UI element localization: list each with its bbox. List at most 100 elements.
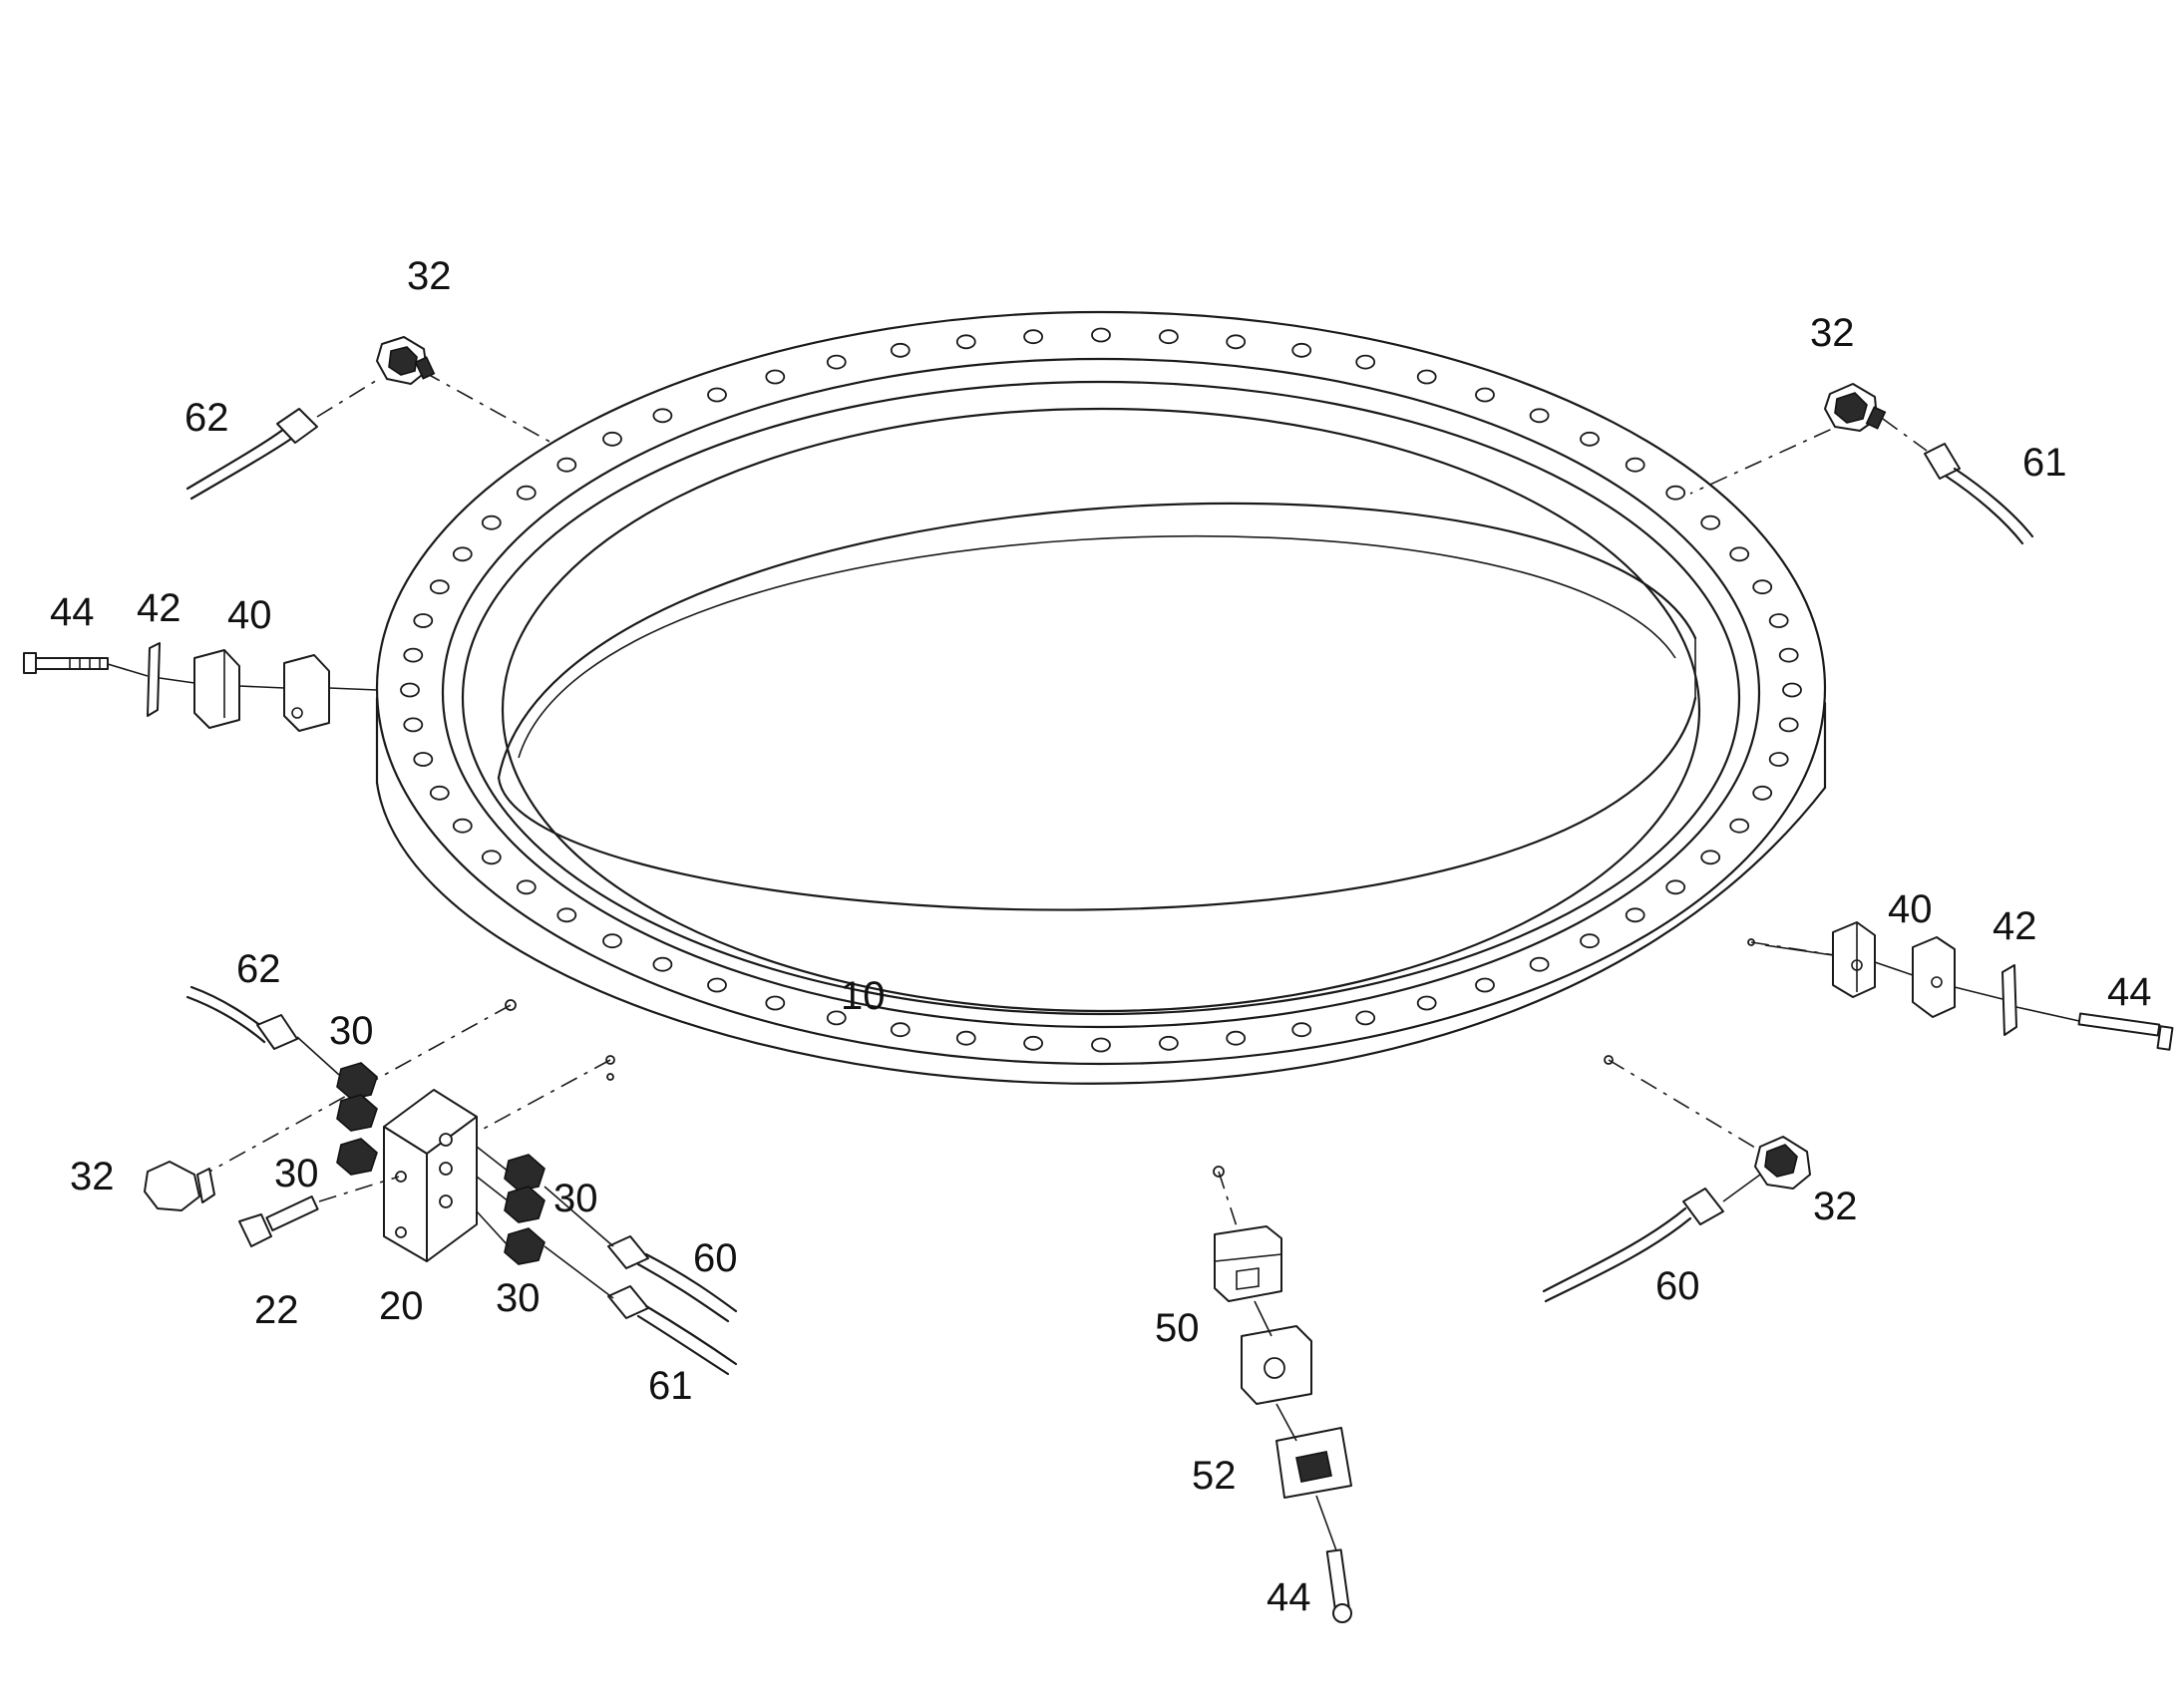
bolt-hole	[1091, 1037, 1111, 1053]
bolt-hole	[1226, 1030, 1247, 1046]
manifold-block	[383, 1089, 478, 1262]
label-42: 42	[1993, 904, 2037, 948]
bolt-hole	[429, 579, 450, 595]
label-30: 30	[329, 1009, 374, 1053]
bolt-hole	[481, 850, 502, 865]
bolt-hole	[1416, 995, 1437, 1011]
bolt-hole	[1768, 752, 1789, 767]
bolt-hole	[1159, 1035, 1179, 1051]
elbow-fitting-upper-right	[1824, 383, 1887, 432]
hose-62-upper	[185, 378, 380, 501]
elbow-fitting-lower-left	[144, 1161, 215, 1211]
bolt-hole	[1291, 1022, 1312, 1038]
part-labels: 32 62 32 61 44 42 40 40 42 44 62 10 30 3…	[50, 254, 2152, 1619]
bolt-hole	[765, 995, 786, 1011]
bolt-hole	[1729, 546, 1750, 562]
bolt-hole	[652, 956, 673, 972]
bolt-hole	[1665, 879, 1686, 895]
bolt-hole	[955, 334, 976, 350]
bolt-hole	[1355, 1010, 1376, 1026]
label-44: 44	[50, 590, 95, 634]
bolt-hole	[602, 431, 622, 447]
assembly-axes	[208, 371, 1866, 1227]
bolt-hole	[1625, 457, 1645, 473]
hose-62-lower	[185, 985, 340, 1076]
bolt-hole	[707, 977, 727, 993]
label-32: 32	[70, 1155, 115, 1198]
bolt-hole	[516, 879, 537, 895]
bolt-hole	[413, 752, 434, 767]
bolt-hole	[652, 408, 673, 424]
bolt-hole	[1291, 342, 1312, 358]
bolt-hole	[826, 1010, 847, 1026]
bolt-hole	[1700, 514, 1721, 530]
clamp-group-left	[23, 642, 378, 732]
bolt-hole	[413, 613, 434, 628]
bolt-hole	[1226, 334, 1247, 350]
bolt-hole	[1752, 785, 1773, 801]
hoses-60-61-lower-left	[544, 1186, 738, 1376]
bearing-ring	[375, 310, 1827, 1178]
bolt-hole	[1416, 369, 1437, 385]
label-60: 60	[1655, 1264, 1700, 1308]
label-32: 32	[1813, 1185, 1858, 1228]
bolt-hole	[452, 546, 473, 562]
bolt-hole	[890, 1022, 910, 1038]
bolt-hole	[1752, 579, 1773, 595]
label-61: 61	[648, 1364, 693, 1408]
elbow-fitting-lower-right	[1754, 1136, 1811, 1190]
bolt-hole	[1778, 647, 1799, 663]
bolt-hole	[429, 785, 450, 801]
bolt-hole	[400, 682, 420, 698]
label-30: 30	[553, 1177, 598, 1220]
label-61: 61	[2022, 441, 2067, 485]
label-62: 62	[184, 396, 229, 440]
label-62: 62	[236, 947, 281, 991]
label-44: 44	[1267, 1575, 1311, 1619]
clamp-stack-bottom	[1214, 1225, 1352, 1623]
bolt-hole	[1700, 850, 1721, 865]
bolt-hole	[452, 818, 473, 834]
bolt-hole	[765, 369, 786, 385]
fittings-30-left	[336, 1062, 378, 1176]
fittings-30-right	[476, 1146, 545, 1265]
bolt-hole	[556, 457, 577, 473]
label-20: 20	[379, 1284, 424, 1328]
bolt-hole	[403, 647, 424, 663]
label-30: 30	[274, 1152, 319, 1196]
hose-61-upper	[1882, 418, 2034, 545]
label-22: 22	[254, 1288, 299, 1332]
bolt-hole	[1475, 977, 1495, 993]
bolt-hole	[556, 907, 577, 923]
bolt-hole	[516, 485, 537, 501]
label-44: 44	[2107, 970, 2152, 1014]
bolt-hole	[1529, 408, 1550, 424]
bolt-hole	[1355, 354, 1376, 370]
bolt-hole	[1023, 329, 1043, 345]
label-10: 10	[841, 974, 886, 1018]
label-50: 50	[1155, 1306, 1200, 1350]
bolt-hole	[1778, 717, 1799, 733]
bolt-hole	[1023, 1035, 1043, 1051]
bolt-hole	[1768, 613, 1789, 628]
bolt-hole	[1091, 327, 1111, 343]
bolt-hole	[1625, 907, 1645, 923]
bolt-hole	[826, 354, 847, 370]
bolt-hole	[890, 342, 910, 358]
label-42: 42	[137, 586, 182, 630]
label-40: 40	[1888, 887, 1933, 931]
bolt-hole	[707, 387, 727, 403]
bolt-hole	[481, 514, 502, 530]
label-32: 32	[1810, 311, 1855, 355]
hose-60-lower-right	[1542, 1174, 1761, 1303]
bolt-hole	[602, 933, 622, 949]
bolt-hole	[1475, 387, 1495, 403]
bolt-hole	[955, 1030, 976, 1046]
bolt-hole	[1529, 956, 1550, 972]
elbow-fitting-upper-left	[376, 336, 436, 385]
bolt-hole	[1782, 682, 1802, 698]
bolt-hole	[1580, 933, 1600, 949]
bolt-22	[238, 1176, 400, 1247]
bolt-hole	[1729, 818, 1750, 834]
